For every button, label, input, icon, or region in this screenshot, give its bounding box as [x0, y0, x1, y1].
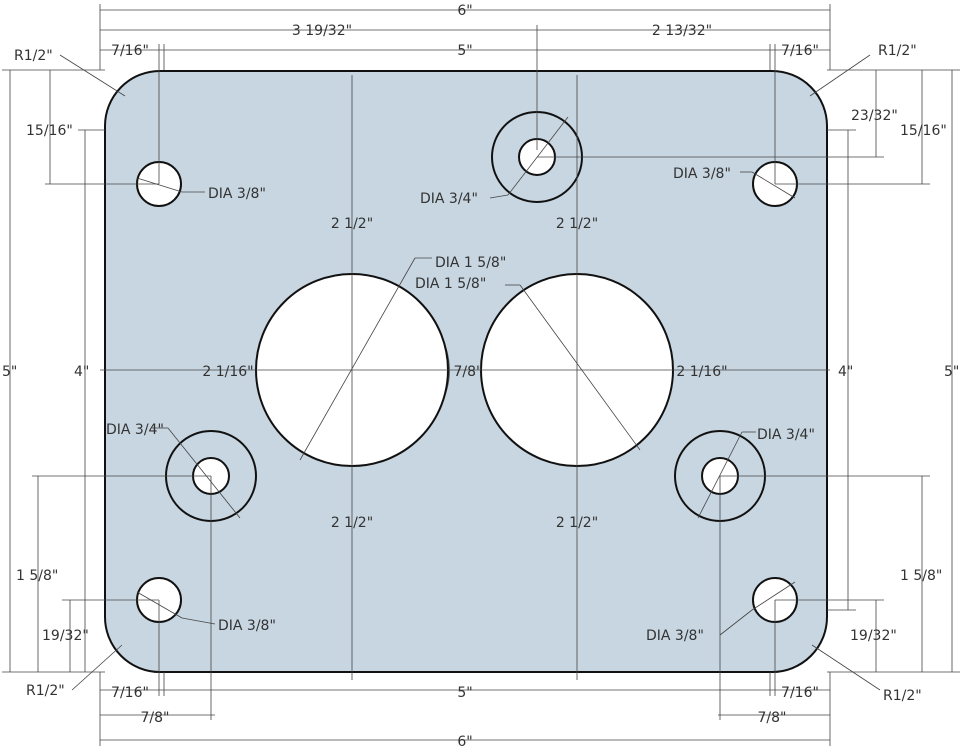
label-dia-38-tl: DIA 3/8": [208, 186, 266, 202]
label-upper-right-212: 2 1/2": [556, 216, 598, 232]
label-right-23-32: 23/32": [851, 108, 898, 124]
label-dia-34-top: DIA 3/4": [420, 191, 478, 207]
label-mid-78: 7/8": [454, 364, 483, 380]
label-right-height-5: 5": [944, 364, 959, 380]
label-radius-tr: R1/2": [878, 43, 917, 59]
label-bl-78: 7/8": [141, 710, 170, 726]
label-mid-left-2116: 2 1/16": [202, 364, 253, 380]
label-dia-34-left: DIA 3/4": [106, 422, 164, 438]
plate-outline: [104, 70, 828, 673]
label-right-15-16: 15/16": [900, 123, 947, 139]
label-upper-left-212: 2 1/2": [331, 216, 373, 232]
label-top-inner: 5": [457, 43, 472, 59]
label-bottom-overall: 6": [457, 734, 472, 748]
dimension-labels: 6" 3 19/32" 2 13/32" 5" 7/16" 7/16" R1/2…: [2, 3, 959, 748]
label-left-height-4: 4": [74, 364, 89, 380]
dimension-lines: [2, 4, 960, 746]
label-top-left-span: 3 19/32": [292, 23, 352, 39]
label-radius-bl: R1/2": [26, 683, 65, 699]
label-left-1932: 19/32": [42, 628, 89, 644]
label-left-height-5: 5": [2, 364, 17, 380]
label-left-158: 1 5/8": [16, 568, 58, 584]
label-right-height-4: 4": [838, 364, 853, 380]
label-dia-38-tr: DIA 3/8": [673, 166, 731, 182]
label-tl-offset: 7/16": [111, 43, 149, 59]
label-bl-offset: 7/16": [111, 685, 149, 701]
label-radius-tl: R1/2": [14, 48, 53, 64]
label-tr-offset: 7/16": [781, 43, 819, 59]
label-lower-left-212: 2 1/2": [331, 515, 373, 531]
label-dia-158-right: DIA 1 5/8": [415, 276, 486, 292]
label-dia-158-left: DIA 1 5/8": [435, 255, 506, 271]
label-top-overall: 6": [457, 3, 472, 19]
label-mid-right-2116: 2 1/16": [676, 364, 727, 380]
label-br-offset: 7/16": [781, 685, 819, 701]
label-right-1932: 19/32": [850, 628, 897, 644]
label-br-78: 7/8": [758, 710, 787, 726]
label-lower-right-212: 2 1/2": [556, 515, 598, 531]
label-bottom-inner: 5": [457, 685, 472, 701]
label-dia-38-br: DIA 3/8": [646, 628, 704, 644]
label-right-158: 1 5/8": [900, 568, 942, 584]
label-dia-34-right: DIA 3/4": [757, 427, 815, 443]
label-left-15-16: 15/16": [26, 123, 73, 139]
label-radius-br: R1/2": [883, 688, 922, 704]
label-dia-38-bl: DIA 3/8": [218, 618, 276, 634]
label-top-right-span: 2 13/32": [652, 23, 712, 39]
